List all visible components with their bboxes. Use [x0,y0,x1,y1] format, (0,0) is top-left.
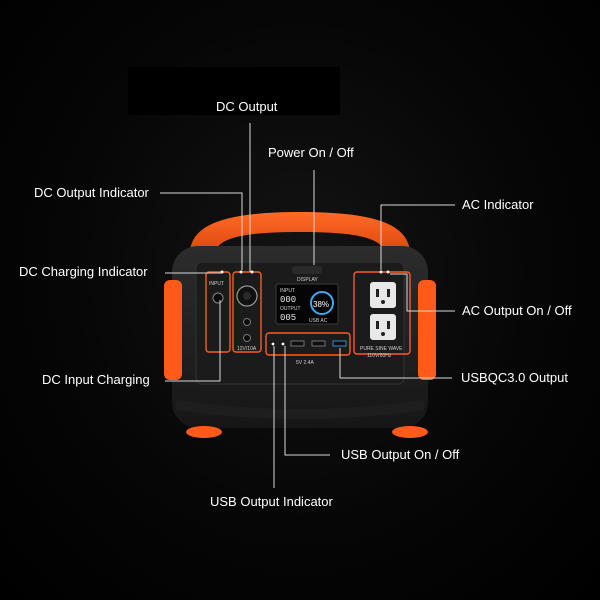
lcd-port-icons: USB AC [309,318,328,324]
ac-outlet-2 [370,314,396,340]
callout-dc-input-charging: DC Input Charging [42,372,150,387]
input-label: INPUT [209,281,224,287]
callout-dc-output-indicator: DC Output Indicator [34,185,149,200]
callout-usb-output-indicator: USB Output Indicator [210,494,333,509]
dc-input-panel: INPUT [205,270,231,353]
callout-dc-charging-indicator: DC Charging Indicator [19,264,148,279]
callout-ac-output-on-off: AC Output On / Off [462,303,572,318]
usb-rating-text: 5V 2.4A [296,360,314,366]
ac-output-button[interactable] [386,270,390,274]
dc-rating-text: 12V/10A [237,346,257,352]
header-banner [128,67,340,115]
leader-lines [160,123,455,488]
ac-outlet-1 [370,282,396,308]
lcd-output-value: 005 [280,313,296,323]
dc-output-indicator-light [239,270,243,274]
lcd-input-value: 000 [280,295,296,305]
usb-output-indicator-light [271,342,275,346]
callout-power-on-off: Power On / Off [268,145,354,160]
lcd-battery-ring [310,291,334,315]
display-button[interactable] [292,266,322,274]
lcd-output-label: OUTPUT [280,306,301,312]
ac-indicator-light [379,270,383,274]
callout-dc-output: DC Output [216,99,278,114]
leader-dc-input-charging [165,300,221,382]
display-label: DISPLAY [297,277,318,283]
usb-output-panel: 5V 2.4A [265,332,351,366]
usb-port-2 [311,340,326,347]
lcd-input-label: INPUT [280,288,295,294]
callout-usb-output-on-off: USB Output On / Off [341,447,460,462]
callout-usbqc-output: USBQC3.0 Output [461,370,568,385]
dc-input-port [212,292,224,304]
dc-output-button[interactable] [250,270,254,274]
foot-left [186,426,222,438]
lcd-battery-percent: 38% [313,300,329,309]
leader-usb-output-on-off [284,346,330,456]
foot-right [392,426,428,438]
dc-output-panel: 12V/10A [232,270,262,353]
usb-port-1 [290,340,305,347]
dc-5521-port-2 [243,334,251,342]
leader-ac-indicator [380,204,455,270]
leader-dc-output-indicator [160,192,243,270]
ac-output-panel: PURE SINE WAVE 110V/60Hz [353,270,411,359]
display-panel: DISPLAY INPUT 000 OUTPUT 005 38% USB AC [275,266,339,325]
ac-rating-line1: PURE SINE WAVE [360,346,403,352]
callout-ac-indicator: AC Indicator [462,197,534,212]
leader-ac-output-on-off [390,273,455,312]
leader-usbqc-output [339,348,452,379]
ac-rating-line2: 110V/60Hz [367,353,392,359]
carry-handle [189,212,411,258]
dc-5521-port-1 [243,318,251,326]
usb-output-button[interactable] [281,342,285,346]
usbqc-port [332,340,347,347]
